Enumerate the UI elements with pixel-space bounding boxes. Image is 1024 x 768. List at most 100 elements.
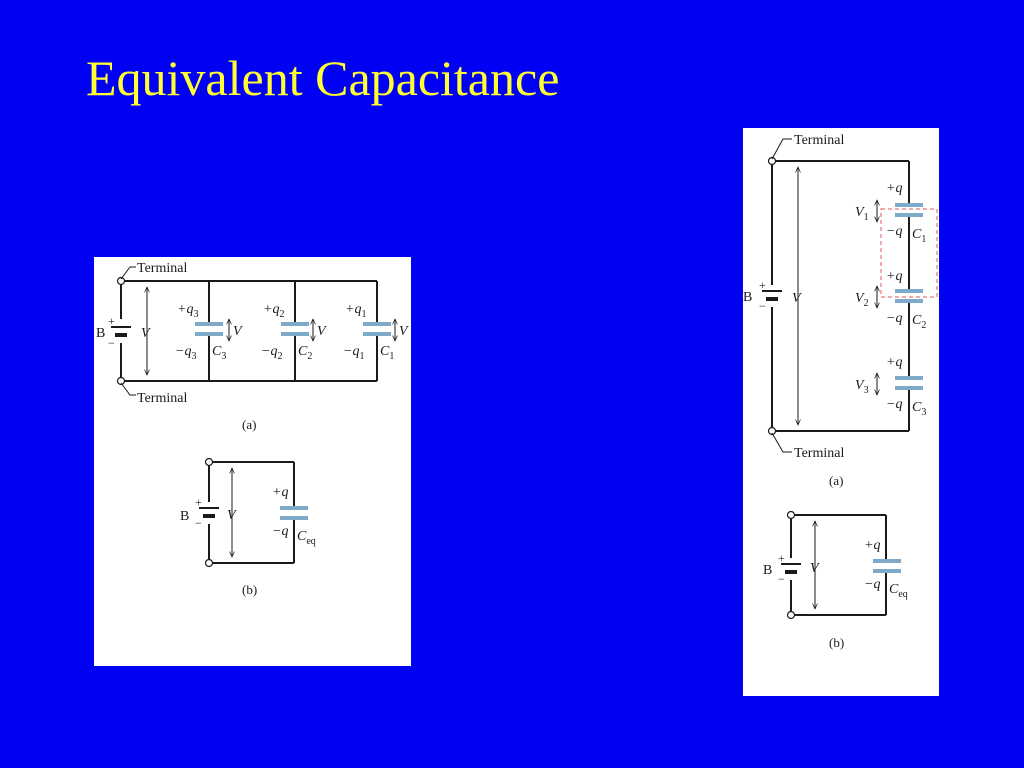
series-eq-terminal-bottom — [786, 610, 796, 620]
series-terminal-top-leader — [771, 138, 792, 160]
eq-plus-charge: +q — [272, 485, 288, 500]
series-battery-minus: − — [759, 299, 766, 313]
battery-voltage-label: V — [141, 326, 151, 341]
svg-text:V3: V3 — [855, 378, 869, 396]
series-battery-plus: + — [759, 278, 766, 292]
series-equivalent-circuit — [781, 514, 901, 616]
terminal-top-label: Terminal — [137, 261, 187, 276]
series-c3-name-sub: 3 — [921, 407, 926, 418]
terminal-bottom-leader — [120, 382, 136, 396]
terminal-bottom-node — [116, 376, 126, 386]
svg-text:C2: C2 — [298, 344, 312, 362]
series-c3-voltage: V — [855, 378, 865, 393]
svg-text:Ceq: Ceq — [297, 529, 316, 547]
series-battery-symbol — [762, 290, 782, 301]
capacitor-c2 — [281, 319, 313, 341]
svg-text:C3: C3 — [912, 400, 926, 418]
c2-plus-charge: +q — [263, 302, 279, 317]
series-wires — [771, 160, 910, 432]
capacitor-c3 — [195, 319, 229, 341]
series-eq-plus-charge: +q — [864, 538, 880, 553]
series-eq-name-sub: eq — [898, 589, 907, 600]
c2-name: C — [298, 344, 308, 359]
series-c2-voltage-sub: 2 — [864, 298, 869, 309]
c2-name-sub: 2 — [307, 351, 312, 362]
svg-text:C3: C3 — [212, 344, 226, 362]
series-terminal-bottom-label: Terminal — [794, 446, 844, 461]
series-eq-name: C — [889, 582, 899, 597]
battery-label: B — [96, 326, 105, 341]
c3-name: C — [212, 344, 222, 359]
caption-b: (b) — [242, 582, 257, 597]
svg-text:+q1: +q1 — [345, 302, 366, 320]
svg-text:−q3: −q3 — [175, 344, 196, 362]
series-c1-minus: −q — [886, 224, 902, 239]
equivalent-circuit — [199, 461, 308, 564]
series-c2-plus: +q — [886, 269, 902, 284]
series-eq-terminal-top — [786, 510, 796, 520]
series-terminal-bottom-leader — [771, 432, 792, 453]
c3-name-sub: 3 — [221, 351, 226, 362]
battery-minus: − — [108, 336, 115, 350]
c3-plus-sub: 3 — [193, 309, 198, 320]
c1-name: C — [380, 344, 390, 359]
terminal-bottom-label: Terminal — [137, 391, 187, 406]
c3-voltage: V — [233, 324, 243, 339]
eq-voltage-label: V — [227, 508, 237, 523]
svg-text:+q2: +q2 — [263, 302, 284, 320]
series-c1-voltage-sub: 1 — [864, 212, 869, 223]
c3-minus-charge: −q — [175, 344, 191, 359]
svg-text:C2: C2 — [912, 313, 926, 331]
series-c3-plus: +q — [886, 355, 902, 370]
c2-minus-charge: −q — [261, 344, 277, 359]
svg-text:V1: V1 — [855, 205, 869, 223]
series-eq-battery-plus: + — [778, 551, 785, 565]
svg-text:Ceq: Ceq — [889, 582, 908, 600]
series-eq-minus-charge: −q — [864, 577, 880, 592]
series-c2-minus: −q — [886, 311, 902, 326]
parallel-circuit-panel: Terminal Terminal B + − V +q3 −q3 C3 V +… — [94, 257, 411, 666]
eq-battery-plus: + — [195, 495, 202, 509]
c2-plus-sub: 2 — [279, 309, 284, 320]
series-eq-battery-label: B — [763, 563, 772, 578]
svg-text:−q1: −q1 — [343, 344, 364, 362]
c1-minus-sub: 1 — [359, 351, 364, 362]
eq-battery-label: B — [180, 509, 189, 524]
capacitor-series-c1 — [877, 200, 923, 222]
terminal-top-leader — [120, 266, 136, 280]
c2-minus-sub: 2 — [277, 351, 282, 362]
parallel-circuit-diagram: Terminal Terminal B + − V +q3 −q3 C3 V +… — [96, 261, 409, 597]
svg-text:+q3: +q3 — [177, 302, 198, 320]
c1-name-sub: 1 — [389, 351, 394, 362]
series-c3-minus: −q — [886, 397, 902, 412]
series-caption-b: (b) — [829, 635, 844, 650]
svg-text:C1: C1 — [912, 227, 926, 245]
series-c2-voltage: V — [855, 291, 865, 306]
slide-title: Equivalent Capacitance — [86, 50, 560, 106]
capacitor-series-c3 — [877, 373, 923, 395]
c1-voltage: V — [399, 324, 409, 339]
eq-minus-charge: −q — [272, 524, 288, 539]
eq-name: C — [297, 529, 307, 544]
series-caption-a: (a) — [829, 473, 843, 488]
series-eq-voltage-label: V — [810, 561, 820, 576]
battery-symbol — [111, 326, 131, 337]
series-circuit-panel: Terminal Terminal B + − V +q −q C1 V1 +q… — [743, 128, 939, 696]
c2-voltage: V — [317, 324, 327, 339]
eq-battery-minus: − — [195, 516, 202, 530]
svg-text:V2: V2 — [855, 291, 869, 309]
c1-plus-sub: 1 — [361, 309, 366, 320]
series-c2-name-sub: 2 — [921, 320, 926, 331]
terminal-top-node — [116, 276, 126, 286]
series-battery-label: B — [743, 290, 752, 305]
capacitor-series-c2 — [877, 286, 923, 308]
c1-minus-charge: −q — [343, 344, 359, 359]
svg-text:−q2: −q2 — [261, 344, 282, 362]
c1-plus-charge: +q — [345, 302, 361, 317]
capacitor-c1 — [363, 319, 395, 341]
highlight-dashed-box — [880, 208, 938, 298]
parallel-wires — [120, 280, 378, 382]
eq-name-sub: eq — [306, 536, 315, 547]
series-c1-plus: +q — [886, 181, 902, 196]
svg-text:C1: C1 — [380, 344, 394, 362]
